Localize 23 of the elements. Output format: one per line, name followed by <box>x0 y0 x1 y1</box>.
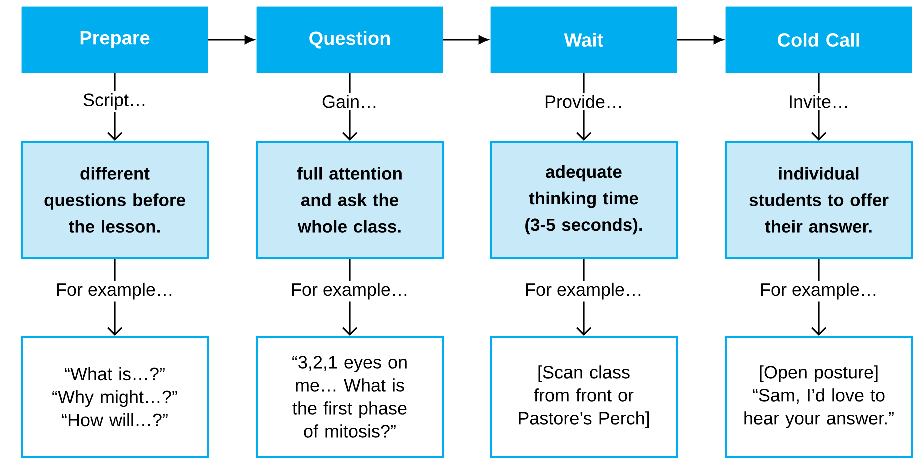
edge-label: Script… <box>81 91 149 112</box>
edge-label: For example… <box>54 280 176 302</box>
example-box: [Open posture] “Sam, I’d love to hear your answer.” <box>725 336 913 458</box>
arrow <box>443 36 489 44</box>
example-box: “3,2,1 eyes on me… What is the first phase of mitosis?” <box>256 336 444 458</box>
edge-label: Gain… <box>320 93 380 110</box>
step-header-box: Prepare <box>22 6 208 74</box>
edge-label: Invite… <box>786 93 852 110</box>
example-box: [Scan class from front or Pastore’s Perch] <box>490 336 678 458</box>
arrow <box>677 36 724 44</box>
edge-label: Provide… <box>542 93 626 110</box>
step-header-box: Question <box>256 6 444 74</box>
step-header-box: Cold Call <box>726 6 912 74</box>
step-header-box: Wait <box>490 6 678 74</box>
edge-label: For example… <box>758 280 880 302</box>
action-box: individual students to offer their answer. <box>725 141 913 259</box>
edge-label: For example… <box>523 280 646 302</box>
edge-label: For example… <box>289 280 412 302</box>
action-box: adequate thinking time (3-5 seconds). <box>490 141 678 259</box>
arrow <box>208 36 255 44</box>
action-box: different questions before the lesson. <box>21 141 209 259</box>
action-box: full attention and ask the whole class. <box>256 141 444 259</box>
example-box: “What is…?” “Why might…?” “How will…?” <box>21 336 209 458</box>
